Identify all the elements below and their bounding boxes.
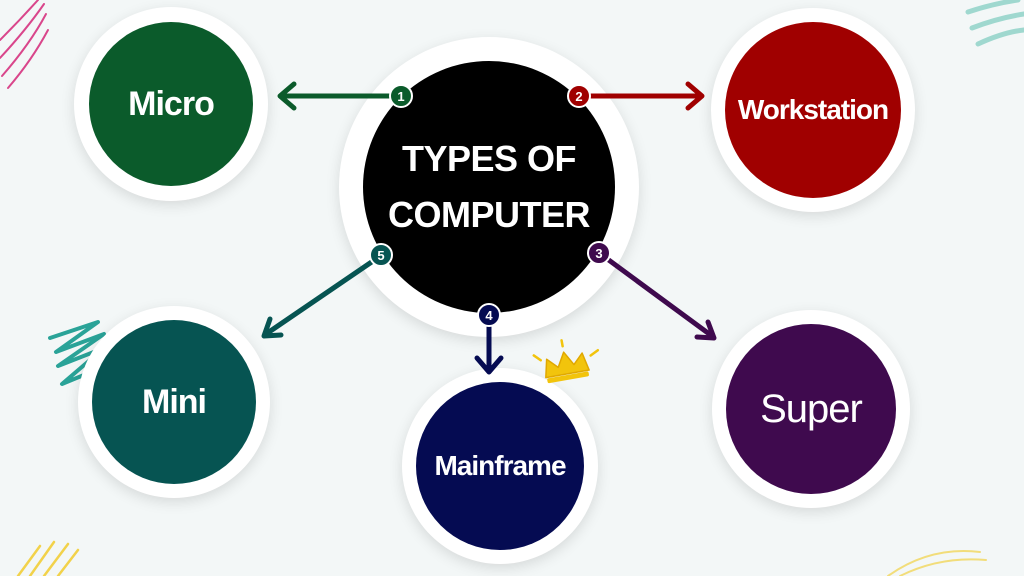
center-title-line-2: COMPUTER: [388, 194, 591, 235]
badge-2: 2: [567, 84, 591, 108]
super-label: Super: [760, 386, 863, 431]
badge-3: 3: [587, 241, 611, 265]
badge-1: 1: [389, 84, 413, 108]
micro-label: Micro: [128, 84, 215, 123]
arrow-to-workstation: [585, 81, 705, 111]
arrow-to-mini: [261, 256, 379, 339]
center-title-line-1: TYPES OF: [401, 138, 577, 179]
arrow-to-micro: [277, 81, 395, 111]
yellow-scribble-bottom-right-decoration: [887, 550, 987, 576]
badge-5: 5: [369, 243, 393, 267]
workstation-label: Workstation: [737, 94, 889, 125]
mainframe-label: Mainframe: [434, 450, 566, 481]
super-node: Super: [726, 324, 896, 494]
micro-node: Micro: [89, 22, 253, 186]
mini-label: Mini: [142, 382, 207, 421]
mini-node: Mini: [92, 320, 256, 484]
crown-icon: [532, 339, 600, 384]
arrow-to-mainframe: [474, 322, 504, 375]
mainframe-node: Mainframe: [416, 382, 584, 550]
teal-scribble-left-decoration: [48, 320, 106, 386]
badge-4: 4: [477, 303, 501, 327]
yellow-scribble-bottom-left-decoration: [16, 540, 80, 576]
teal-scribble-top-right-decoration: [965, 0, 1024, 47]
pink-scribble-decoration: [0, 0, 49, 89]
arrow-to-super: [603, 255, 717, 341]
workstation-node: Workstation: [725, 22, 901, 198]
